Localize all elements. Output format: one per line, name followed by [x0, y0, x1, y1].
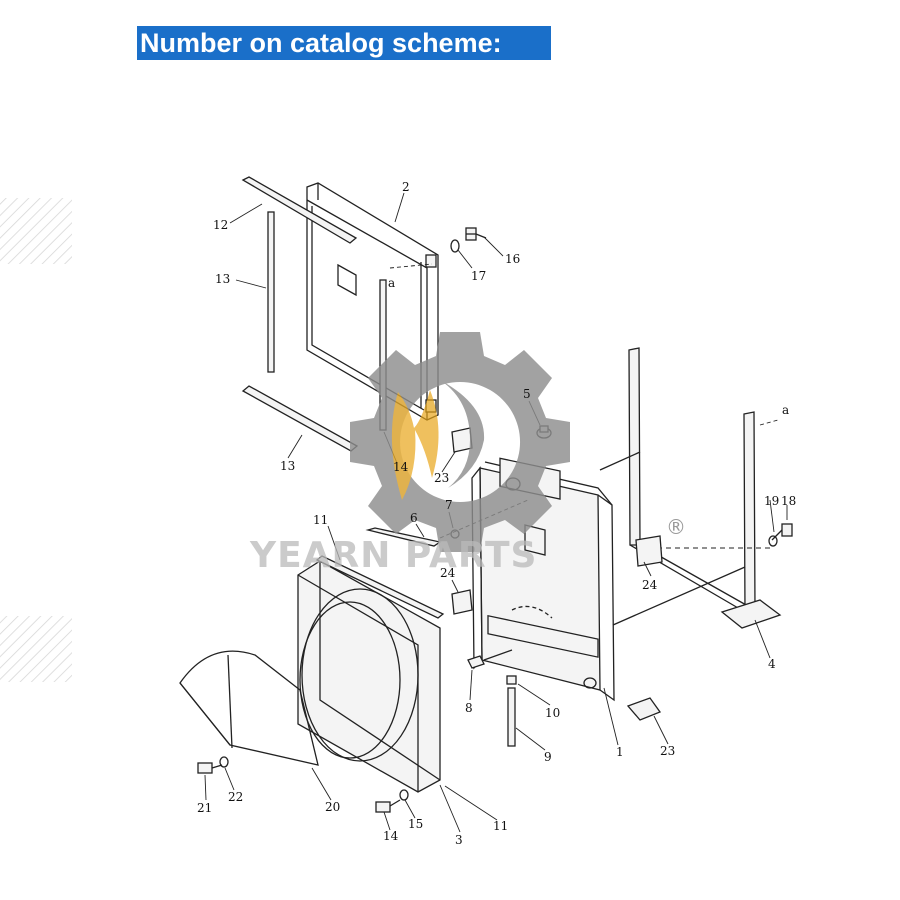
- callout-11-bottom: 11: [493, 819, 508, 833]
- leader-lines: [204, 192, 788, 833]
- callout-16: 16: [505, 252, 520, 266]
- washer-part-22: [219, 756, 229, 768]
- watermark-brand: YEARN PARTS: [249, 535, 537, 576]
- bracket-part-23-lower: [626, 697, 662, 721]
- callout-2: 2: [402, 180, 410, 194]
- bracket-part-24-left: [451, 589, 473, 615]
- callout-17: 17: [471, 269, 486, 283]
- bracket-part-23-upper: [451, 427, 473, 453]
- callout-6: 6: [410, 511, 418, 525]
- watermark-brand-text: YEARN PARTS ®: [249, 515, 686, 576]
- seal-strip-part-11: [315, 555, 445, 619]
- bolt-part-14: [375, 799, 401, 813]
- callout-24-left: 24: [440, 566, 456, 580]
- callout-19: 19: [764, 494, 779, 508]
- callout-15: 15: [408, 817, 423, 831]
- decorative-hatching-top: [0, 198, 72, 264]
- seal-strip-part-12-top: [241, 176, 358, 244]
- callout-12-bottom: 13: [280, 459, 295, 473]
- callout-13-right: 14: [393, 460, 409, 474]
- callout-12-top: 12: [213, 218, 228, 232]
- callout-5: 5: [523, 387, 531, 401]
- callout-8: 8: [465, 701, 473, 715]
- callout-4: 4: [768, 657, 776, 671]
- callout-10: 10: [545, 706, 560, 720]
- bracket-part-24-right: [635, 535, 663, 567]
- support-bracket-part-4: [599, 347, 782, 629]
- callout-14: 14: [383, 829, 399, 843]
- fan-guard-part-20: [179, 650, 319, 766]
- seal-strip-part-12-bottom: [241, 385, 359, 452]
- callout-18: 18: [781, 494, 796, 508]
- callout-a-upper: a: [388, 276, 395, 290]
- callout-labels: 2 12 13 13 16 17 a 5 a 14 23 7 6 11 24 2…: [197, 180, 796, 847]
- seal-strip-part-13-left: [267, 211, 275, 373]
- watermark-trademark: ®: [666, 515, 686, 539]
- callout-22: 22: [228, 790, 243, 804]
- callout-1: 1: [616, 745, 624, 759]
- bolt-part-16: [465, 227, 487, 241]
- watermark-gear-logo: [350, 332, 570, 552]
- page-title: Number on catalog scheme:: [137, 26, 551, 60]
- drain-valve-part-8: [467, 649, 513, 669]
- callout-a-right: a: [782, 403, 789, 417]
- bolt-part-18: [771, 523, 793, 541]
- callout-13-left: 13: [215, 272, 230, 286]
- washer-part-15: [399, 789, 409, 801]
- decorative-hatching-bottom: [0, 616, 72, 682]
- callout-20: 20: [325, 800, 340, 814]
- fan-shroud-part-3: [297, 560, 441, 793]
- callout-9: 9: [544, 750, 552, 764]
- callout-11-top: 11: [313, 513, 328, 527]
- callout-7: 7: [445, 498, 453, 512]
- callout-23-lower: 23: [660, 744, 675, 758]
- callout-24-right: 24: [642, 578, 658, 592]
- callout-3: 3: [455, 833, 463, 847]
- bolt-part-21: [197, 762, 223, 774]
- washer-part-17: [450, 239, 460, 253]
- callout-23-upper: 23: [434, 471, 449, 485]
- clamp-part-10: [506, 675, 517, 685]
- washer-part-19: [768, 535, 778, 547]
- callout-21: 21: [197, 801, 212, 815]
- hose-part-9: [507, 687, 516, 747]
